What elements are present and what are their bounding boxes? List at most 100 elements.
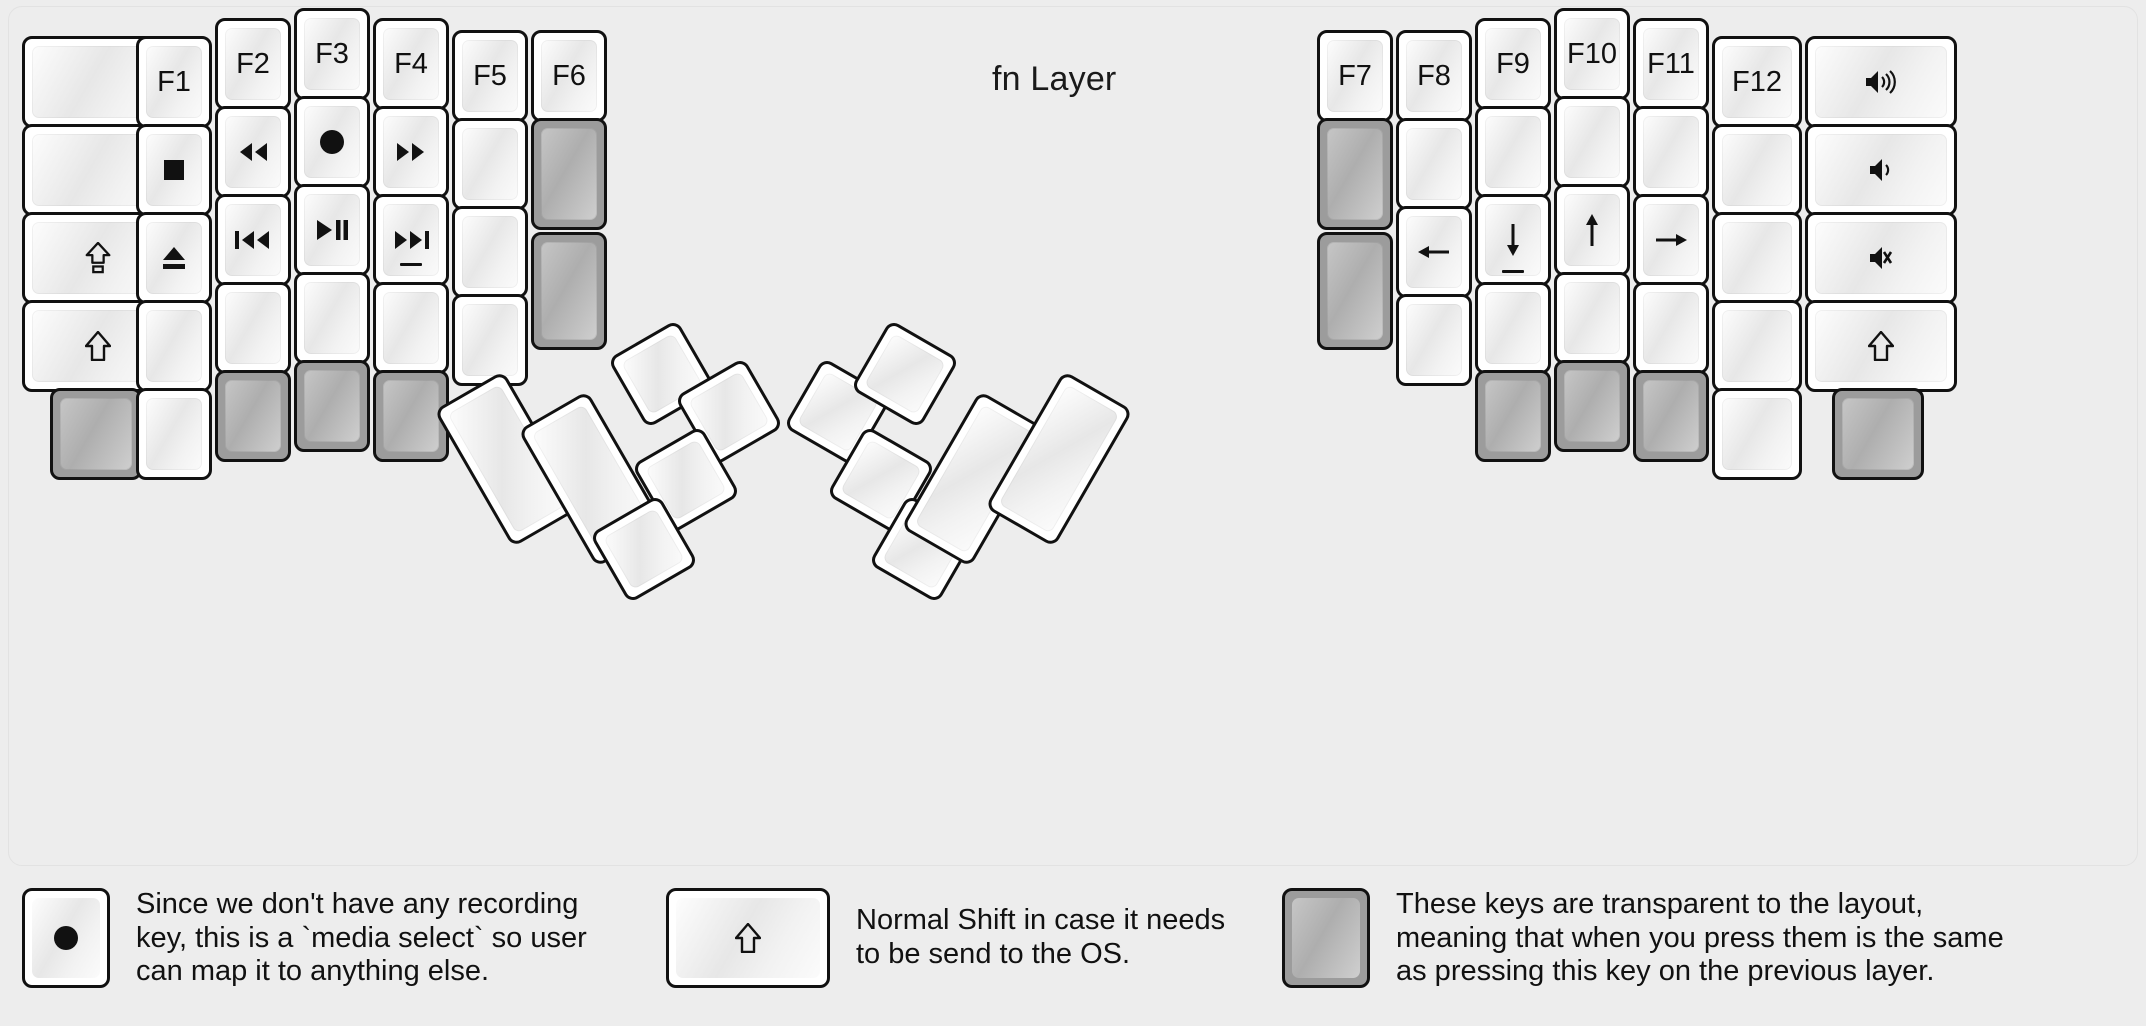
key-r-c1-r3[interactable]	[1317, 232, 1393, 350]
keycap-face	[1815, 46, 1947, 118]
keycap-face	[1485, 116, 1541, 188]
key-l-c6-r2[interactable]	[452, 118, 528, 210]
key-l-c2-r4[interactable]	[136, 300, 212, 392]
key-l-c2-r5[interactable]	[136, 388, 212, 480]
key-r-c3-r4[interactable]	[1475, 282, 1551, 374]
key-r-c7-r1[interactable]	[1805, 36, 1957, 128]
key-r-c3-r1[interactable]: F9	[1475, 18, 1551, 110]
key-l-c6-r3[interactable]	[452, 206, 528, 298]
key-r-c5-r5[interactable]	[1633, 370, 1709, 462]
keycap-face	[864, 333, 946, 415]
keycap-face	[1815, 310, 1947, 382]
key-r-c6-r1[interactable]: F12	[1712, 36, 1802, 128]
key-r-c4-r3[interactable]	[1554, 184, 1630, 276]
key-l-c4-r2[interactable]	[294, 96, 370, 188]
key-r-c6-r3[interactable]	[1712, 212, 1802, 304]
keycap-face	[383, 292, 439, 364]
key-r-c7-r5[interactable]	[1832, 388, 1924, 480]
key-r-c3-r3[interactable]	[1475, 194, 1551, 286]
key-r-c4-r4[interactable]	[1554, 272, 1630, 364]
caps-lock-icon	[85, 242, 111, 274]
key-l-c6-r4[interactable]	[452, 294, 528, 386]
key-l-c7-r2[interactable]	[531, 118, 607, 230]
key-r-c2-r1[interactable]: F8	[1396, 30, 1472, 122]
keycap-face: F2	[225, 28, 281, 100]
keycap-face	[541, 128, 597, 220]
key-r-c1-r1[interactable]: F7	[1317, 30, 1393, 122]
key-r-c2-r3[interactable]	[1396, 206, 1472, 298]
keycap-face	[1564, 194, 1620, 266]
key-l-c5-r2[interactable]	[373, 106, 449, 198]
keycap-face: F7	[1327, 40, 1383, 112]
keycap-face	[60, 398, 132, 470]
keycap-face	[146, 398, 202, 470]
key-l-c2-r2[interactable]	[136, 124, 212, 216]
keycap-face	[146, 222, 202, 294]
key-r-c5-r2[interactable]	[1633, 106, 1709, 198]
key-r-c6-r5[interactable]	[1712, 388, 1802, 480]
key-r-c2-r2[interactable]	[1396, 118, 1472, 210]
keycap-face	[1406, 128, 1462, 200]
key-r-c6-r4[interactable]	[1712, 300, 1802, 392]
key-r-c7-r4[interactable]	[1805, 300, 1957, 392]
key-l-c2-r3[interactable]	[136, 212, 212, 304]
keycap-face	[1327, 242, 1383, 340]
key-r-c4-r1[interactable]: F10	[1554, 8, 1630, 100]
keycap-face	[225, 380, 281, 452]
media-stop-icon	[163, 159, 185, 181]
key-l-c3-r3[interactable]	[215, 194, 291, 286]
key-r-c5-r3[interactable]	[1633, 194, 1709, 286]
keycap-face: F8	[1406, 40, 1462, 112]
key-r-c2-r4[interactable]	[1396, 294, 1472, 386]
media-previous-icon	[234, 230, 272, 250]
keycap-face	[1643, 380, 1699, 452]
media-record-icon	[319, 129, 345, 155]
key-r-c3-r5[interactable]	[1475, 370, 1551, 462]
key-r-c7-r3[interactable]	[1805, 212, 1957, 304]
keycap-face	[1564, 370, 1620, 442]
keycap-face	[1842, 398, 1914, 470]
key-r-c3-r2[interactable]	[1475, 106, 1551, 198]
legend-key-shift	[666, 888, 830, 988]
keycap-face	[462, 128, 518, 200]
keycap-face: F12	[1722, 46, 1792, 118]
key-l-c3-r1[interactable]: F2	[215, 18, 291, 110]
arrow-up-icon	[1581, 213, 1603, 247]
keycap-face	[225, 204, 281, 276]
keycap-face: F11	[1643, 28, 1699, 100]
key-l-c3-r2[interactable]	[215, 106, 291, 198]
key-r-c4-r2[interactable]	[1554, 96, 1630, 188]
key-l-c4-r4[interactable]	[294, 272, 370, 364]
key-underline-mark	[1502, 270, 1524, 273]
key-l-c4-r1[interactable]: F3	[294, 8, 370, 100]
key-l-c5-r5[interactable]	[373, 370, 449, 462]
key-r-c7-r2[interactable]	[1805, 124, 1957, 216]
media-next-icon	[392, 230, 430, 266]
key-r-c5-r1[interactable]: F11	[1633, 18, 1709, 110]
key-l-c7-r3[interactable]	[531, 232, 607, 350]
keycap-face	[1643, 116, 1699, 188]
volume-down-icon	[1867, 156, 1895, 184]
key-l-c4-r5[interactable]	[294, 360, 370, 452]
keycap-face: F4	[383, 28, 439, 100]
key-r-c6-r2[interactable]	[1712, 124, 1802, 216]
key-r-c1-r2[interactable]	[1317, 118, 1393, 230]
keycap-face	[225, 116, 281, 188]
key-l-c5-r4[interactable]	[373, 282, 449, 374]
key-l-c7-r1[interactable]: F6	[531, 30, 607, 122]
key-l-c3-r5[interactable]	[215, 370, 291, 462]
keycap-face	[1722, 310, 1792, 382]
key-r-c5-r4[interactable]	[1633, 282, 1709, 374]
key-l-c5-r3[interactable]	[373, 194, 449, 286]
key-l-c6-r1[interactable]: F5	[452, 30, 528, 122]
key-l-c4-r3[interactable]	[294, 184, 370, 276]
keycap-face	[1485, 204, 1541, 276]
key-l-c1-r5[interactable]	[50, 388, 142, 480]
key-l-c3-r4[interactable]	[215, 282, 291, 374]
key-l-c5-r1[interactable]: F4	[373, 18, 449, 110]
key-l-c2-r1[interactable]: F1	[136, 36, 212, 128]
key-r-c4-r5[interactable]	[1554, 360, 1630, 452]
legend-item-transparent: These keys are transparent to the layout…	[1282, 888, 2004, 989]
keycap-face: F5	[462, 40, 518, 112]
